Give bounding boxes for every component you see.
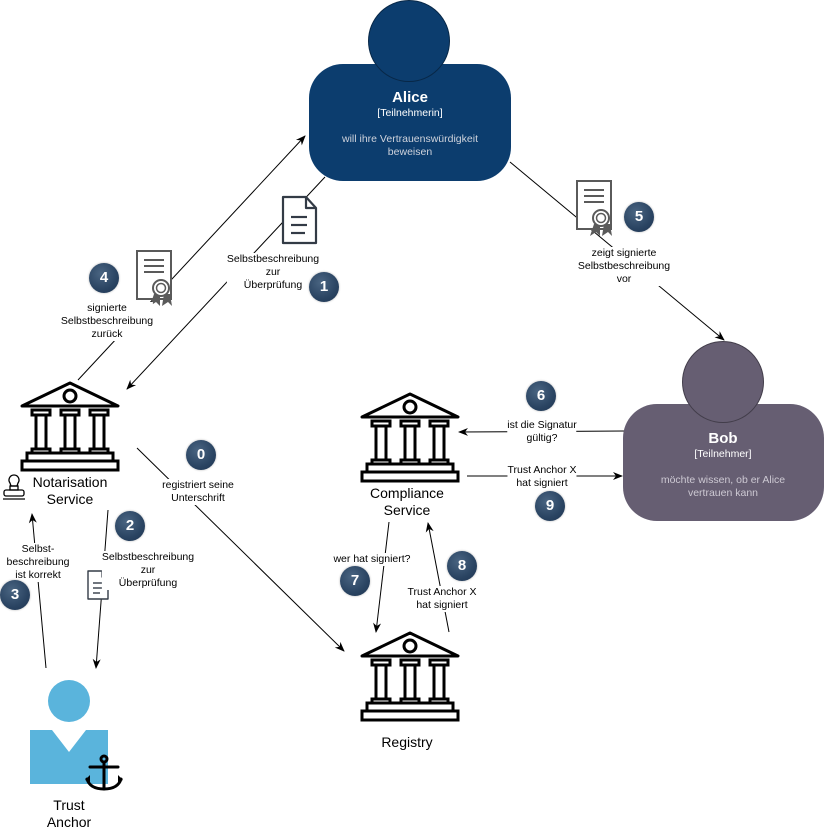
alice-head bbox=[368, 0, 450, 82]
step-8-label: Trust Anchor X hat signiert bbox=[407, 586, 477, 612]
stamp-icon bbox=[3, 474, 25, 500]
edge-step-3 bbox=[28, 513, 47, 669]
bank-icon bbox=[360, 631, 460, 722]
step-6-label: ist die Signatur gültig? bbox=[507, 419, 577, 445]
step-badge-6: 6 bbox=[526, 381, 556, 411]
bob-body bbox=[623, 404, 824, 521]
step-badge-5: 5 bbox=[624, 202, 654, 232]
step-badge-3: 3 bbox=[0, 580, 30, 610]
bob-name: Bob bbox=[708, 430, 738, 447]
alice-name: Alice bbox=[392, 89, 428, 106]
step-badge-2: 2 bbox=[115, 511, 145, 541]
step-0-label: registriert seine Unterschrift bbox=[162, 479, 234, 505]
bob-desc: möchte wissen, ob er Alice vertrauen kan… bbox=[660, 474, 786, 499]
step-badge-1: 1 bbox=[309, 272, 339, 302]
notarisation-label-1: Notarisation bbox=[32, 474, 108, 490]
step-2-label: Selbstbeschreibung zur Überprüfung bbox=[101, 551, 195, 590]
person-icon bbox=[30, 680, 108, 784]
compliance-label-1: Compliance bbox=[370, 485, 444, 501]
registry-label: Registry bbox=[381, 734, 433, 750]
certificate-icon bbox=[136, 250, 172, 306]
step-badge-8: 8 bbox=[447, 551, 477, 581]
certificate-icon bbox=[576, 180, 612, 236]
bank-icon bbox=[20, 381, 120, 472]
step-3-label: Selbst- beschreibung ist korrekt bbox=[6, 543, 70, 582]
step-badge-7: 7 bbox=[340, 566, 370, 596]
bob-head bbox=[682, 341, 764, 423]
step-9-label: Trust Anchor X hat signiert bbox=[507, 464, 577, 490]
edge-step-7 bbox=[373, 521, 390, 633]
step-badge-0: 0 bbox=[186, 440, 216, 470]
notarisation-label-2: Service bbox=[46, 491, 94, 507]
step-badge-9: 9 bbox=[535, 491, 565, 521]
alice-body bbox=[309, 64, 511, 181]
edge-step-8 bbox=[425, 522, 450, 633]
bank-icon bbox=[360, 392, 460, 483]
document-icon bbox=[281, 195, 318, 245]
step-5-label: zeigt signierte Selbstbeschreibung vor bbox=[577, 247, 671, 286]
step-7-label: wer hat signiert? bbox=[333, 553, 411, 566]
alice-role: [Teilnehmerin] bbox=[377, 107, 443, 119]
bob-role: [Teilnehmer] bbox=[694, 448, 752, 460]
compliance-label-2: Service bbox=[383, 502, 431, 518]
step-1-label: Selbstbeschreibung zur Überprüfung bbox=[226, 253, 320, 292]
step-badge-4: 4 bbox=[89, 263, 119, 293]
anchor-icon bbox=[85, 754, 123, 791]
trust-anchor-label-2: Anchor bbox=[46, 814, 92, 830]
alice-desc: will ihre Vertrauenswürdigkeit beweisen bbox=[342, 133, 478, 158]
trust-anchor-label-1: Trust bbox=[53, 797, 85, 813]
step-4-label: signierte Selbstbeschreibung zurück bbox=[60, 302, 154, 341]
